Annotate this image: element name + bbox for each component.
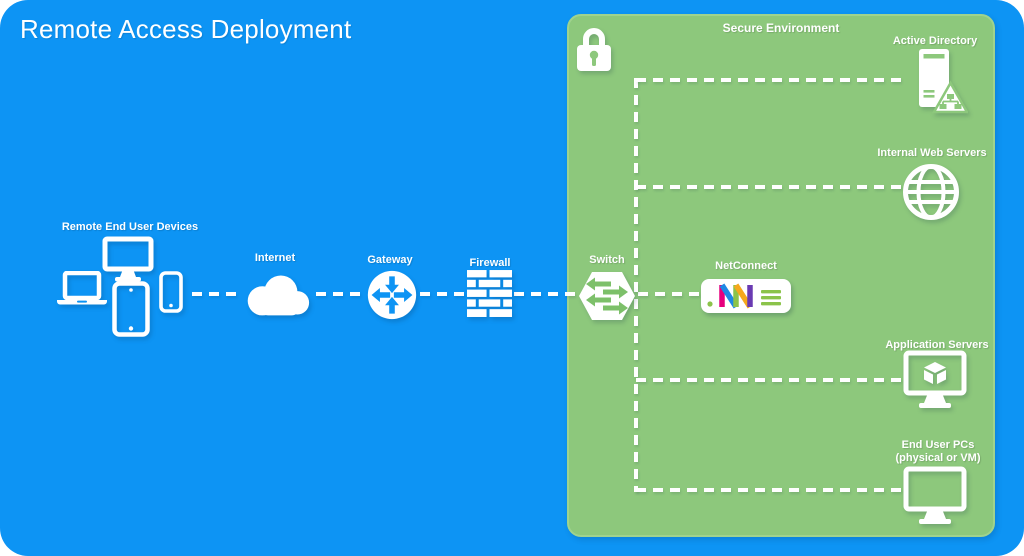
firewall-icon bbox=[467, 270, 512, 317]
connector-gateway-firewall bbox=[420, 292, 466, 296]
tablet-icon bbox=[112, 281, 150, 337]
application-server-monitor-icon bbox=[903, 350, 967, 408]
connector-to-active-directory bbox=[636, 78, 906, 82]
application-servers-label: Application Servers bbox=[885, 339, 989, 351]
end-user-pc-monitor-icon bbox=[903, 466, 967, 524]
netconnect-appliance bbox=[701, 279, 791, 313]
active-directory-label: Active Directory bbox=[892, 35, 978, 47]
connector-to-end-user-pcs bbox=[636, 488, 902, 492]
gateway-router-icon bbox=[367, 270, 417, 320]
smartphone-icon bbox=[159, 271, 183, 313]
remote-devices-label: Remote End User Devices bbox=[61, 221, 199, 233]
laptop-icon bbox=[57, 271, 107, 305]
connector-devices-internet bbox=[192, 292, 238, 296]
internet-label: Internet bbox=[254, 252, 296, 264]
cloud-icon bbox=[247, 275, 310, 316]
switch-icon bbox=[579, 272, 635, 320]
connector-backbone-vertical bbox=[634, 78, 638, 492]
internal-web-servers-label: Internal Web Servers bbox=[877, 147, 987, 159]
connector-switch-netconnect bbox=[638, 292, 700, 296]
active-directory-icon bbox=[919, 49, 968, 114]
globe-icon bbox=[903, 164, 959, 220]
connector-to-app-servers bbox=[636, 378, 902, 382]
end-user-pcs-label: End User PCs (physical or VM) bbox=[862, 439, 1014, 465]
connector-firewall-switch bbox=[514, 292, 577, 296]
lock-icon bbox=[577, 28, 611, 71]
netconnect-logo-icon bbox=[707, 283, 781, 309]
connector-to-web-servers bbox=[636, 185, 902, 189]
switch-label: Switch bbox=[589, 254, 625, 266]
desktop-monitor-icon bbox=[102, 236, 154, 282]
page-title: Remote Access Deployment bbox=[20, 14, 352, 44]
end-user-pcs-label-line1: End User PCs bbox=[901, 439, 975, 451]
netconnect-label: NetConnect bbox=[715, 260, 777, 272]
gateway-label: Gateway bbox=[367, 254, 413, 266]
end-user-pcs-label-line2: (physical or VM) bbox=[895, 452, 981, 464]
connector-internet-gateway bbox=[316, 292, 366, 296]
firewall-label: Firewall bbox=[469, 257, 511, 269]
secure-environment-label: Secure Environment bbox=[722, 21, 840, 35]
